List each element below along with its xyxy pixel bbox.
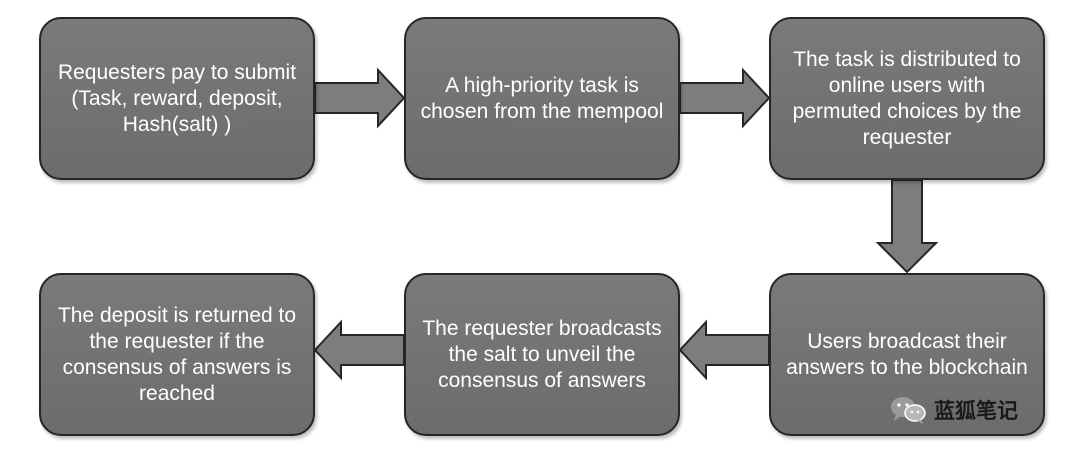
wechat-icon bbox=[891, 397, 926, 424]
arrow-step1-to-step2 bbox=[314, 67, 406, 129]
step-3-box: The task is distributed to online users … bbox=[769, 17, 1045, 180]
step-6-text: The deposit is returned to the requester… bbox=[57, 303, 297, 405]
arrow-step3-to-step4 bbox=[875, 179, 939, 274]
step-2-box: A high-priority task is chosen from the … bbox=[404, 17, 680, 180]
step-5-text: The requester broadcasts the salt to unv… bbox=[422, 316, 662, 392]
step-5-box: The requester broadcasts the salt to unv… bbox=[404, 273, 680, 436]
step-4-box: Users broadcast their answers to the blo… bbox=[769, 273, 1045, 436]
step-1-text: Requesters pay to submit (Task, reward, … bbox=[57, 60, 297, 136]
step-6-box: The deposit is returned to the requester… bbox=[39, 273, 315, 436]
step-1-box: Requesters pay to submit (Task, reward, … bbox=[39, 17, 315, 180]
arrow-step2-to-step3 bbox=[679, 67, 771, 129]
arrow-step5-to-step6 bbox=[313, 319, 405, 381]
step-3-text: The task is distributed to online users … bbox=[792, 47, 1022, 149]
watermark: 蓝狐笔记 bbox=[888, 395, 1018, 425]
watermark-text: 蓝狐笔记 bbox=[934, 399, 1018, 423]
step-4-text: Users broadcast their answers to the blo… bbox=[786, 329, 1028, 379]
arrow-step4-to-step5 bbox=[678, 319, 770, 381]
step-2-text: A high-priority task is chosen from the … bbox=[420, 73, 664, 123]
